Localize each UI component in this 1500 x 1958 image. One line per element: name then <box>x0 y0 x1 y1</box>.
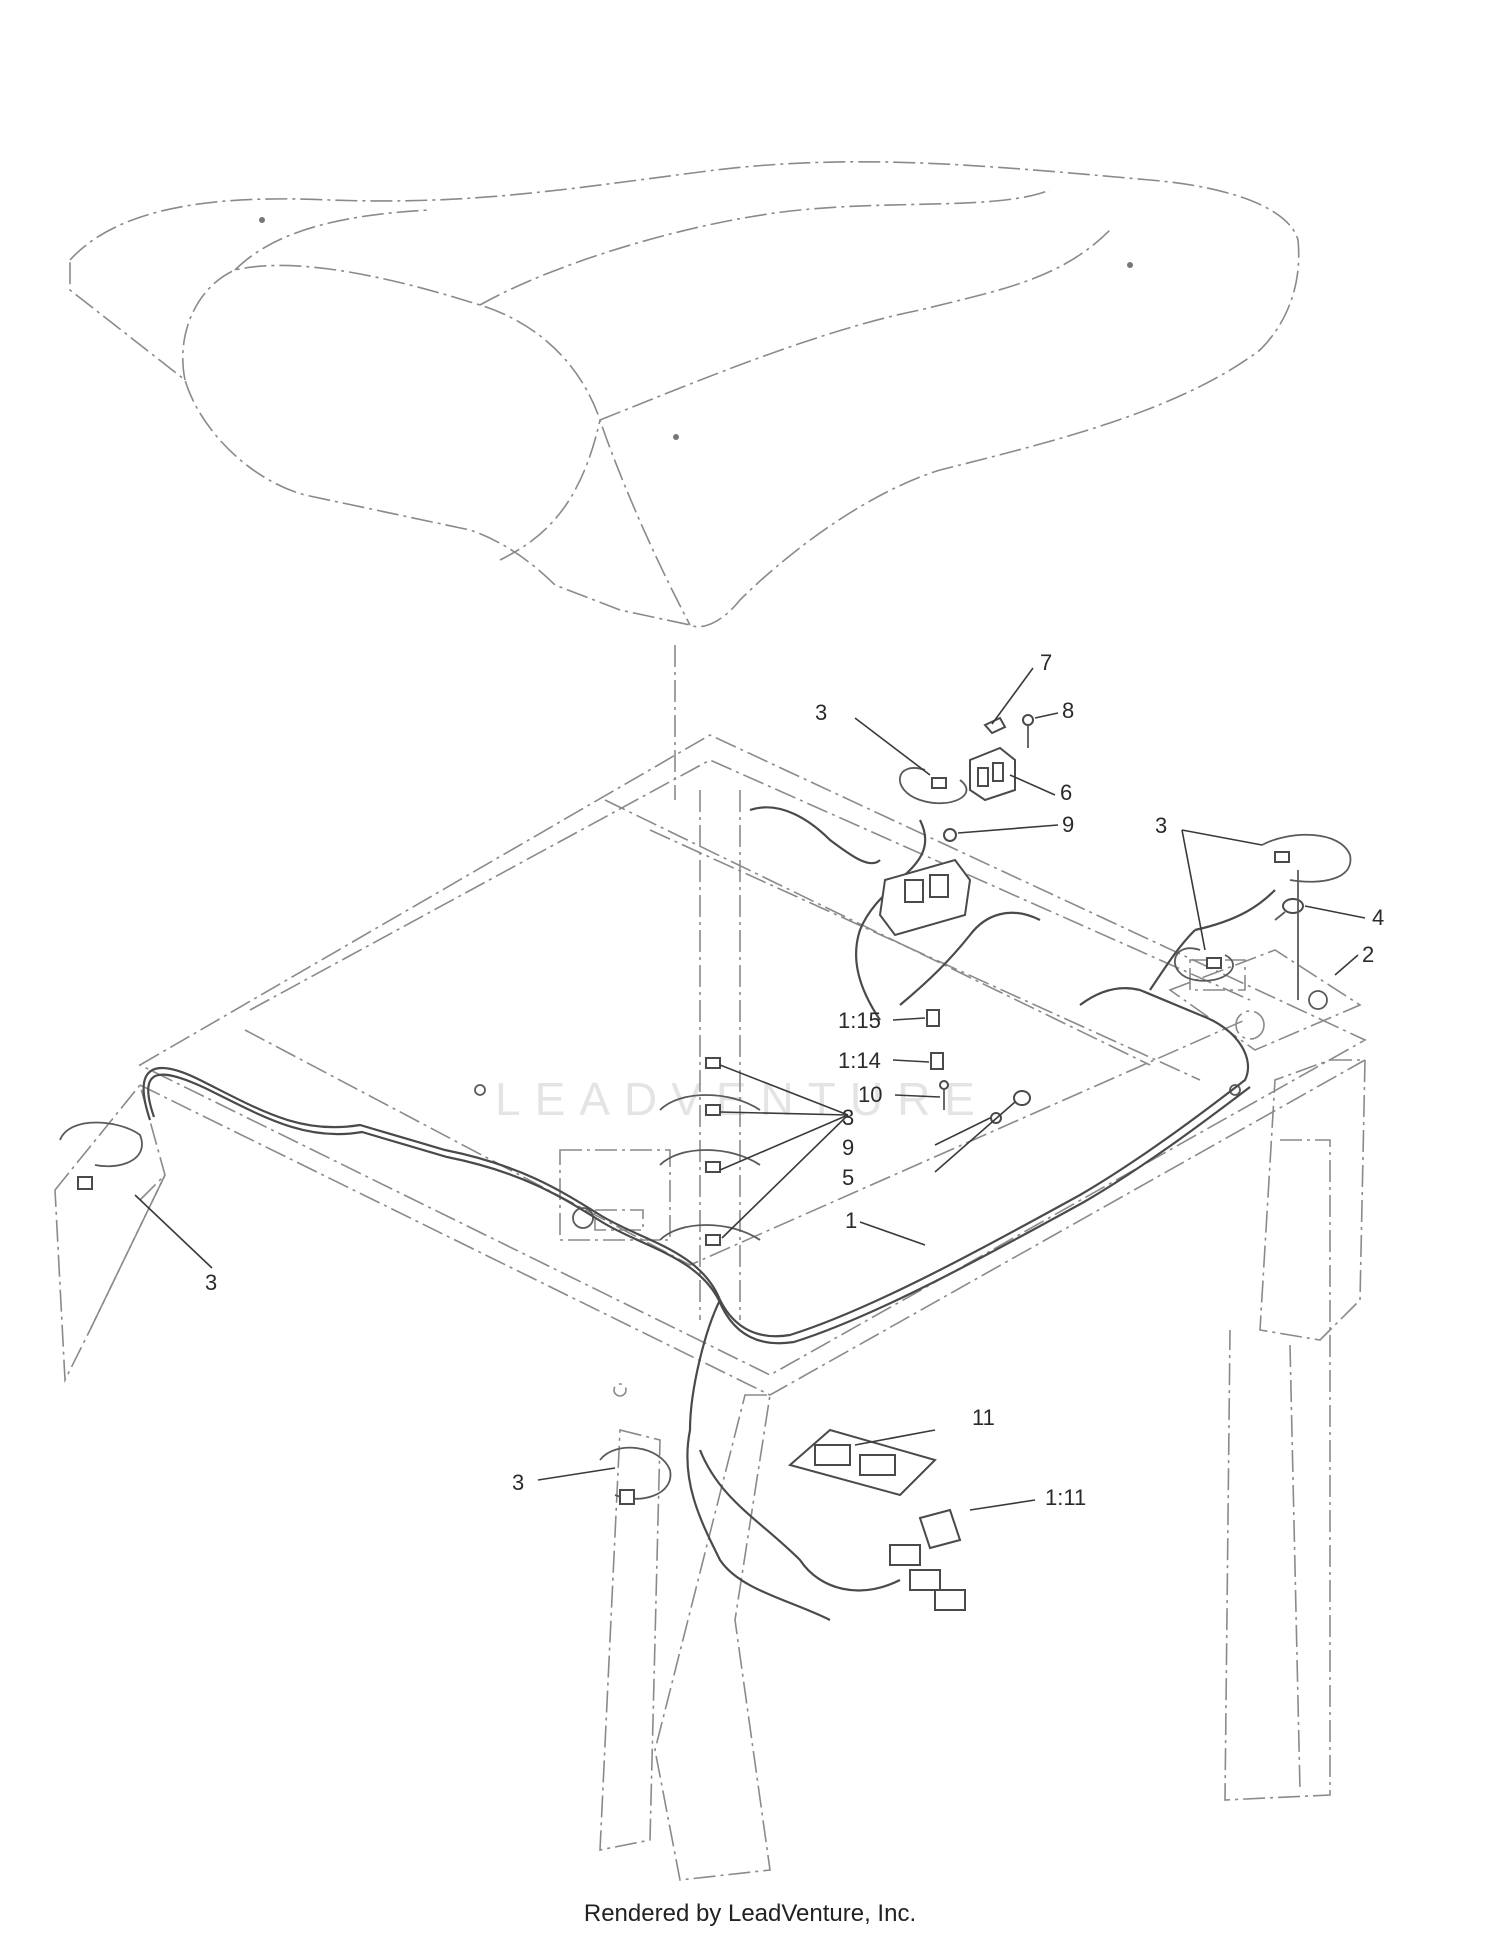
switch-assembly <box>878 858 972 937</box>
terminal-1-14 <box>930 1052 944 1070</box>
callout-7: 7 <box>1040 650 1052 675</box>
callout-3: 3 <box>512 1470 524 1495</box>
callout-3: 3 <box>205 1270 217 1295</box>
callouts: 7 8 3 6 9 3 4 2 1:15 1:14 10 3 9 5 1 3 1… <box>205 650 1384 1510</box>
cable-tie-right-pair <box>1174 833 1352 1000</box>
nut-part-9-top <box>943 828 957 842</box>
module-part-11 <box>787 1428 937 1497</box>
callout-9: 9 <box>842 1135 854 1160</box>
callout-11: 11 <box>972 1405 995 1430</box>
bolt-part-10 <box>939 1080 949 1110</box>
seat-outline <box>69 160 1300 628</box>
cable-tie-bottom <box>599 1446 672 1505</box>
screw-part-8 <box>1022 714 1034 748</box>
cable-tie-left <box>59 1121 143 1190</box>
callout-3: 3 <box>842 1105 854 1130</box>
callout-5: 5 <box>842 1165 854 1190</box>
callout-6: 6 <box>1060 780 1072 805</box>
callout-10: 10 <box>858 1082 882 1107</box>
watermark: LEADVENTURE <box>495 1073 989 1125</box>
leader-lines <box>134 667 1366 1511</box>
callout-4: 4 <box>1372 905 1384 930</box>
callout-2: 2 <box>1362 942 1374 967</box>
callout-3: 3 <box>815 700 827 725</box>
callout-8: 8 <box>1062 698 1074 723</box>
wire-harness <box>142 806 1276 1621</box>
callout-1-14: 1:14 <box>838 1048 881 1073</box>
callout-1-15: 1:15 <box>838 1008 881 1033</box>
callout-3: 3 <box>1155 813 1167 838</box>
callout-1-11: 1:11 <box>1045 1485 1086 1510</box>
callout-9: 9 <box>1062 812 1074 837</box>
cable-tie-group <box>659 1057 761 1246</box>
connector-1-11 <box>889 1508 966 1611</box>
bracket-part-6 <box>969 746 1016 802</box>
cable-tie-top <box>899 767 968 805</box>
spacer-part-5 <box>1013 1090 1031 1106</box>
callout-1: 1 <box>845 1208 857 1233</box>
terminal-1-15 <box>926 1009 940 1027</box>
seat-frame-outline <box>54 645 1367 1881</box>
footer-credit: Rendered by LeadVenture, Inc. <box>583 1900 917 1927</box>
